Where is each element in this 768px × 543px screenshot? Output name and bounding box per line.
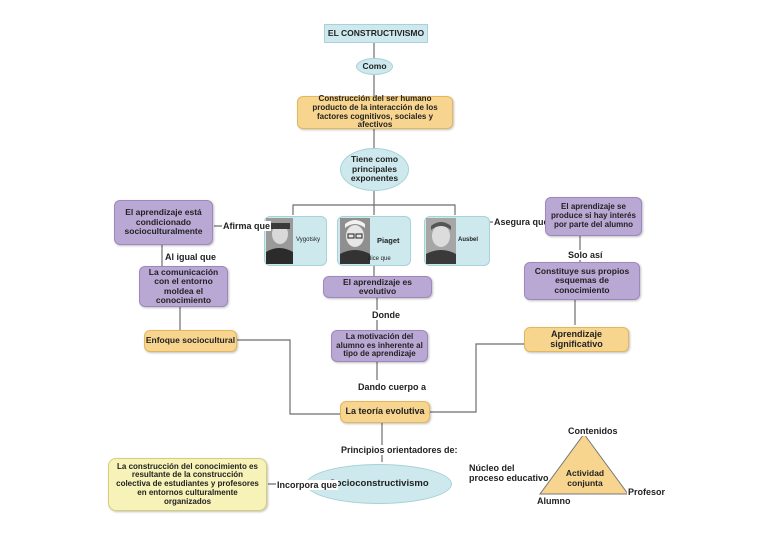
como-text: Como [362,60,387,71]
piaget-link: dice que [368,256,391,262]
vygotsky-name: Vygotsky [296,237,321,243]
piaget-name: Piaget [377,236,400,245]
ausubel-claim2: Constituye sus propios esquemas de conoc… [524,262,640,300]
ausubel-link2: Solo así [567,250,604,260]
piaget-claim: El aprendizaje es evolutivo [323,276,432,298]
exponents-node: Tiene como principales exponentes [340,148,409,191]
theory-node: La teoría evolutiva [340,401,430,423]
vygotsky-card: Vygotsky [264,216,327,266]
ausubel-portrait [426,218,456,264]
title-text: EL CONSTRUCTIVISMO [327,27,425,38]
ausubel-card: Ausbel [424,216,490,266]
triangle-left: Alumno [536,496,572,506]
ausubel-claim: El aprendizaje se produce si hay interés… [545,197,642,236]
title-node: EL CONSTRUCTIVISMO [324,24,428,43]
piaget-link2: Donde [371,310,401,320]
definition-text: Construcción del ser humano producto de … [312,93,438,130]
principles-label: Principios orientadores de: [340,445,459,455]
vygotsky-portrait [266,218,293,264]
exponents-text: Tiene como principales exponentes [350,154,399,184]
ausubel-name: Ausbel [458,237,479,243]
piaget-portrait [340,218,370,264]
piaget-card: Piaget dice que [337,216,411,266]
como-node: Como [356,58,393,75]
definition-node: Construcción del ser humano producto de … [297,93,453,130]
piaget-claim2: La motivación del alumno es inherente al… [331,330,428,362]
piaget-link3: Dando cuerpo a [357,382,428,392]
nucleus-label: Núcleo del proceso educativo [468,463,550,484]
vygotsky-link: Afirma que [222,221,272,231]
sociocultural-node: Enfoque sociocultural [144,330,237,352]
incorpora-label: Incorpora que [276,480,339,490]
significant-node: Aprendizaje significativo [524,327,629,352]
vygotsky-link2: Al igual que [164,252,218,262]
triangle-center: Actividad conjunta [565,468,605,488]
construction-node: La construcción del conocimiento es resu… [108,458,267,511]
ausubel-link: Asegura que [493,217,550,227]
vygotsky-claim: El aprendizaje está condicionado sociocu… [114,200,213,245]
triangle-right: Profesor [627,487,667,497]
activity-triangle [539,433,629,495]
vygotsky-claim2: La comunicación con el entorno moldea el… [139,266,228,307]
triangle-top: Contenidos [567,426,619,436]
